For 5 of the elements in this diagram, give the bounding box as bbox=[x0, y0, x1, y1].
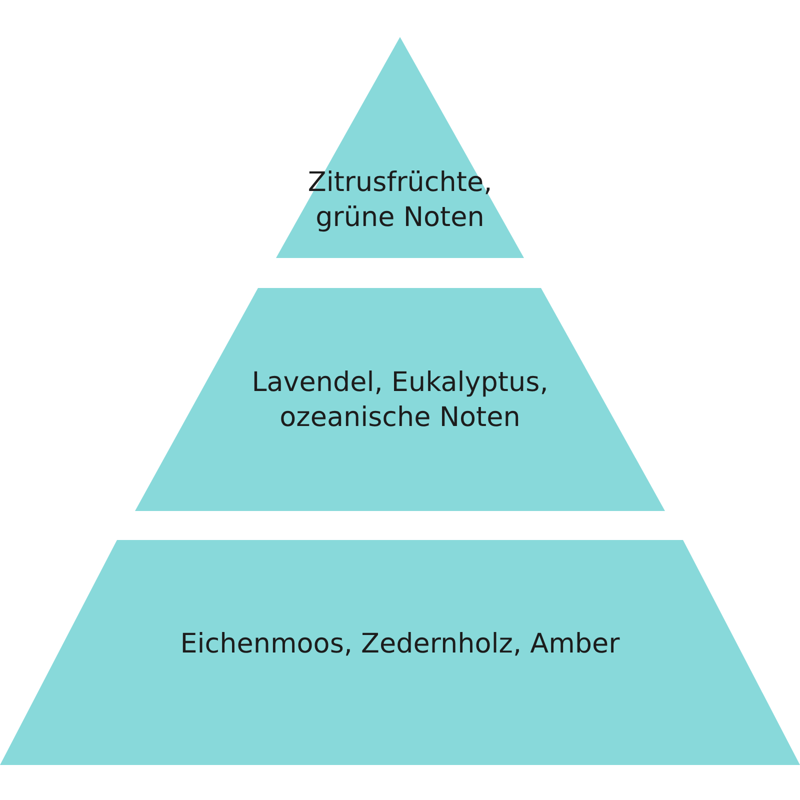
tier-label: Eichenmoos, Zedernholz, Amber bbox=[180, 627, 620, 662]
tier-label: Lavendel, Eukalyptus, ozeanische Noten bbox=[250, 366, 550, 435]
pyramid-tier bbox=[135, 288, 665, 511]
pyramid-tier bbox=[0, 540, 800, 765]
pyramid-tier bbox=[276, 37, 524, 258]
